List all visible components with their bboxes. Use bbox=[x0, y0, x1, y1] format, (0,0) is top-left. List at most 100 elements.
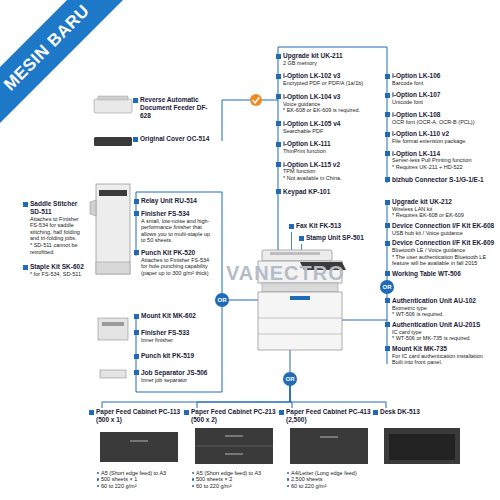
connector-line bbox=[290, 386, 386, 408]
cabinet-picture bbox=[195, 428, 273, 464]
option-title: i-Option LK-114 bbox=[392, 150, 492, 158]
finisher-base bbox=[96, 262, 130, 274]
option-title: Device Connection I/F Kit EK-608 bbox=[392, 222, 495, 230]
option-description: Built into front panel. bbox=[392, 359, 495, 366]
original-cover-picture bbox=[94, 137, 132, 146]
spec-bullet: A5 (Short edge feed) to A3 bbox=[191, 470, 277, 477]
option-description: * The user authentication Bluetooth LE f… bbox=[392, 254, 495, 267]
option-item: Staple Kit SK-602* for FS-534, SD-511 bbox=[30, 263, 88, 277]
option-item: Reverse Automatic Document Feeder DF-628 bbox=[140, 96, 216, 119]
option-title: i-Option LK-102 v3 bbox=[283, 72, 369, 80]
option-description: * for FS-534, SD-511 bbox=[30, 271, 88, 278]
option-description: * WT-506 is required. bbox=[392, 311, 495, 318]
option-item: i-Option LK-108OCR font (OCR-A, OCR-B (P… bbox=[392, 111, 492, 125]
desk-opening bbox=[389, 434, 455, 460]
option-title: i-Option LK-106 bbox=[392, 72, 492, 80]
feeder-bracket-line bbox=[222, 100, 223, 141]
cabinet-picture bbox=[290, 428, 368, 464]
option-description: Attaches to Finisher FS-534 for saddle s… bbox=[30, 216, 88, 242]
option-item: Authentication Unit AU-102Biometric type… bbox=[392, 297, 495, 318]
cabinet-handle bbox=[130, 440, 148, 442]
finisher-output-tray bbox=[90, 200, 96, 216]
finisher-trunk-line bbox=[136, 392, 222, 393]
option-title: Upgrade kit UK-211 bbox=[283, 52, 369, 60]
option-item: i-Option LK-104 v3Voice guidance* EK-608… bbox=[283, 93, 369, 114]
option-description: Voice guidance bbox=[283, 101, 369, 108]
option-trunk-line bbox=[278, 47, 387, 48]
or-circle: OR bbox=[215, 293, 229, 307]
copier-drawer-line bbox=[258, 318, 342, 319]
option-item: i-Option LK-114Server-less Pull Printing… bbox=[392, 150, 492, 171]
watermark-text: VANECTRO bbox=[226, 262, 345, 285]
spec-bullet: 60 to 220 g/m² bbox=[96, 483, 182, 490]
check-badge bbox=[250, 94, 262, 106]
option-description: Attaches to Finisher FS-534 for hole pun… bbox=[141, 257, 211, 277]
option-description: ThinPrint function bbox=[283, 148, 369, 155]
spec-bullet: A5 (Short edge feed) to A3 bbox=[96, 470, 182, 477]
option-title: i-Option LK-107 bbox=[392, 91, 492, 99]
spec-bullet: A4/Letter (Long edge feed) bbox=[286, 470, 372, 477]
inner-finisher-picture bbox=[98, 318, 128, 340]
cabinet-handle bbox=[225, 453, 243, 455]
option-item: Job Separator JS-506Inner job separator bbox=[141, 369, 211, 383]
option-title: Paper Feed Cabinet PC-213 (500 x 2) bbox=[191, 408, 277, 424]
finisher-top-panel bbox=[99, 190, 127, 196]
option-title: Punch kit PK-519 bbox=[141, 352, 211, 360]
option-item: i-Option LK-115 v2TPM function* Not avai… bbox=[283, 161, 369, 182]
option-description: Inner job separator bbox=[141, 377, 211, 384]
inner-finisher-slot bbox=[102, 322, 124, 326]
option-title: Authentication Unit AU-102 bbox=[392, 297, 495, 305]
copier-output-bay bbox=[262, 283, 338, 292]
option-title: Desk DK-513 bbox=[380, 408, 460, 416]
option-title: Relay Unit RU-514 bbox=[141, 197, 211, 205]
option-item: Finisher FS-533Inner finisher bbox=[141, 329, 211, 343]
option-title: Job Separator JS-506 bbox=[141, 369, 211, 377]
option-title: i-Option LK-108 bbox=[392, 111, 492, 119]
connector-line bbox=[102, 386, 290, 408]
option-title: i-Option LK-115 v2 bbox=[283, 161, 369, 169]
cabinet-handle bbox=[320, 436, 338, 438]
finisher-picture bbox=[96, 184, 130, 274]
finisher-trunk-line bbox=[136, 315, 137, 392]
cabinet-item: Paper Feed Cabinet PC-113 (500 x 1) A5 (S… bbox=[96, 408, 182, 489]
option-title: Authentication Unit AU-201S bbox=[392, 321, 495, 329]
option-description: Wireless LAN kit bbox=[392, 206, 495, 213]
option-description: Unicode font bbox=[392, 99, 492, 106]
connector-line bbox=[197, 386, 290, 408]
option-title: Finisher FS-534 bbox=[141, 210, 211, 218]
option-title: bizhub Connector S-1/G-1/E-1 bbox=[392, 176, 492, 184]
option-title: i-Option LK-111 bbox=[283, 140, 369, 148]
option-description: * Requires UK-211 + HD-522 bbox=[392, 164, 492, 171]
option-description: * SD-511 cannot be retrofitted. bbox=[30, 242, 88, 255]
option-item: bizhub Connector S-1/G-1/E-1 bbox=[392, 176, 492, 184]
option-title: i-Option LK-104 v3 bbox=[283, 93, 369, 101]
finisher-trunk-line bbox=[136, 192, 222, 193]
option-item: Authentication Unit AU-201SIC card type*… bbox=[392, 321, 495, 342]
finisher-trunk-line bbox=[222, 192, 223, 392]
option-title: Staple Kit SK-602 bbox=[30, 263, 88, 271]
option-description: OCR font (OCR-A, OCR-B (PCL)) bbox=[392, 119, 492, 126]
option-title: i-Option LK-105 v4 bbox=[283, 120, 369, 128]
option-description: * WT-506 or MK-735 is required. bbox=[392, 335, 495, 342]
option-title: Paper Feed Cabinet PC-113 (500 x 1) bbox=[96, 408, 182, 424]
or-label: OR bbox=[218, 297, 227, 303]
option-item: Upgrade kit UK-2112 GB memory bbox=[283, 52, 369, 66]
option-item: Mount Kit MK-735For IC card authenticati… bbox=[392, 345, 495, 366]
stamp-leader-line bbox=[301, 244, 302, 250]
or-circle: OR bbox=[283, 372, 297, 386]
option-title: Device Connection I/F Kit EK-609 bbox=[392, 239, 495, 247]
spec-bullet: 2,500 sheets bbox=[286, 476, 372, 483]
option-item: Device Connection I/F Kit EK-609Bluetoot… bbox=[392, 239, 495, 267]
option-title: i-Option LK-110 v2 bbox=[392, 130, 492, 138]
document-feeder-picture bbox=[94, 99, 132, 113]
option-item: Upgrade kit UK-212Wireless LAN kit* Requ… bbox=[392, 198, 495, 219]
option-item: Device Connection I/F Kit EK-608USB hub … bbox=[392, 222, 495, 236]
copier-accent bbox=[290, 296, 310, 300]
option-item: Stamp Unit SP-501 bbox=[306, 234, 368, 242]
option-description: Barcode font bbox=[392, 80, 492, 87]
or-circle: OR bbox=[380, 280, 394, 294]
cabinet-item: Paper Feed Cabinet PC-213 (500 x 2) A5 (S… bbox=[191, 408, 277, 489]
option-description: Inner finisher bbox=[141, 337, 211, 344]
copier-feeder-slot bbox=[270, 252, 320, 255]
option-description: 2 GB memory bbox=[283, 60, 369, 67]
